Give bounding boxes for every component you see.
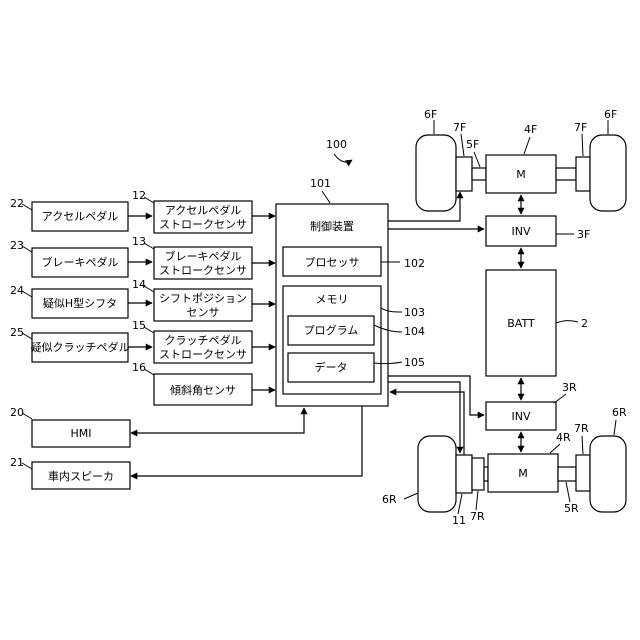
svg-text:6R: 6R: [382, 493, 397, 506]
battery-ref: 2: [581, 317, 588, 330]
rear-inverter-label: INV: [512, 410, 531, 423]
sensor-accel-stroke: 12 アクセルペダル ストロークセンサ: [132, 189, 252, 233]
data-ref: 105: [404, 356, 425, 369]
front-inverter-label: INV: [512, 225, 531, 238]
battery-label: BATT: [507, 317, 535, 330]
controller-title: 制御装置: [310, 219, 354, 233]
sensor-brake-stroke: 13 ブレーキペダル ストロークセンサ: [132, 235, 252, 279]
rear-motor-label: M: [518, 467, 528, 480]
svg-text:ストロークセンサ: ストロークセンサ: [159, 264, 247, 277]
svg-text:21: 21: [10, 456, 24, 469]
svg-text:HMI: HMI: [70, 427, 91, 440]
rear-motor-ref-leader: [550, 444, 560, 453]
hmi-block: 20 HMI: [10, 406, 130, 447]
svg-text:20: 20: [10, 406, 24, 419]
processor-label: プロセッサ: [305, 256, 360, 269]
rear-right-hub: 7R: [574, 422, 590, 491]
input-clutch-pedal: 25 疑似クラッチペダル: [10, 326, 130, 362]
memory-label: メモリ: [316, 293, 349, 306]
svg-text:ブレーキペダル: ブレーキペダル: [42, 255, 119, 269]
front-shaft-right: [556, 168, 576, 180]
svg-text:ブレーキペダル: ブレーキペダル: [165, 249, 242, 263]
speaker-link: [131, 406, 362, 476]
battery-ref-leader: [556, 321, 578, 323]
input-brake-pedal: 23 ブレーキペダル: [10, 239, 128, 277]
svg-text:14: 14: [132, 278, 146, 291]
svg-text:11: 11: [452, 514, 466, 527]
front-inverter-ref: 3F: [577, 228, 590, 241]
svg-text:アクセルペダル: アクセルペダル: [42, 209, 118, 223]
hmi-link: [131, 408, 304, 433]
input-accel-pedal: 22 アクセルペダル: [10, 197, 128, 231]
front-right-wheel: 6F: [590, 108, 626, 211]
svg-text:5R: 5R: [564, 502, 579, 515]
svg-text:15: 15: [132, 319, 146, 332]
svg-text:23: 23: [10, 239, 24, 252]
svg-text:ストロークセンサ: ストロークセンサ: [159, 348, 247, 361]
sensor-clutch-stroke: 15 クラッチペダル ストロークセンサ: [132, 319, 252, 363]
svg-text:車内スピーカ: 車内スピーカ: [48, 469, 114, 483]
svg-text:疑似クラッチペダル: 疑似クラッチペダル: [31, 340, 130, 354]
rear-inverter-ref: 3R: [562, 381, 577, 394]
svg-text:疑似H型シフタ: 疑似H型シフタ: [43, 296, 117, 310]
svg-text:6F: 6F: [604, 108, 617, 121]
sensor-shift-position: 14 シフトポジション センサ: [132, 278, 252, 321]
svg-text:シフトポジション: シフトポジション: [159, 292, 247, 305]
svg-text:センサ: センサ: [187, 306, 220, 319]
rear-left-hub: 7R: [470, 458, 485, 523]
system-ref-arrow: [334, 154, 352, 162]
svg-text:24: 24: [10, 284, 24, 297]
front-motor-ref: 4F: [524, 123, 537, 136]
rear-motor-ref: 4R: [556, 431, 571, 444]
svg-text:アクセルペダル: アクセルペダル: [165, 203, 241, 217]
controller-ref: 101: [310, 177, 331, 190]
svg-text:13: 13: [132, 235, 146, 248]
svg-text:7R: 7R: [470, 510, 485, 523]
program-label: プログラム: [304, 323, 359, 337]
svg-text:6R: 6R: [612, 406, 627, 419]
front-motor-label: M: [516, 168, 526, 181]
svg-text:25: 25: [10, 326, 24, 339]
rear-left-wheel: 6R: [382, 436, 456, 512]
rear-right-wheel: 6R: [590, 406, 627, 512]
svg-text:16: 16: [132, 361, 146, 374]
svg-text:22: 22: [10, 197, 24, 210]
svg-text:7R: 7R: [574, 422, 589, 435]
svg-text:6F: 6F: [424, 108, 437, 121]
svg-text:12: 12: [132, 189, 146, 202]
input-h-shifter: 24 疑似H型シフタ: [10, 284, 128, 318]
rear-shaft-left: [484, 467, 488, 481]
controller-ref-leader: [322, 191, 330, 203]
svg-text:ストロークセンサ: ストロークセンサ: [159, 218, 247, 231]
program-ref: 104: [404, 325, 425, 338]
svg-text:7F: 7F: [574, 121, 587, 134]
front-right-hub: 7F: [574, 121, 590, 191]
front-left-wheel: 6F: [416, 108, 456, 211]
processor-ref: 102: [404, 257, 425, 270]
speaker-block: 21 車内スピーカ: [10, 456, 130, 489]
svg-text:7F: 7F: [453, 121, 466, 134]
svg-text:クラッチペダル: クラッチペダル: [165, 333, 242, 347]
rear-inverter-ref-leader: [554, 394, 566, 403]
front-motor-ref-leader: [524, 137, 530, 154]
svg-text:5F: 5F: [466, 138, 479, 151]
svg-text:傾斜角センサ: 傾斜角センサ: [170, 383, 236, 397]
data-label: データ: [315, 360, 348, 374]
system-ref-label: 100: [326, 138, 347, 151]
memory-ref: 103: [404, 306, 425, 319]
sensor-inclination: 16 傾斜角センサ: [132, 361, 252, 405]
